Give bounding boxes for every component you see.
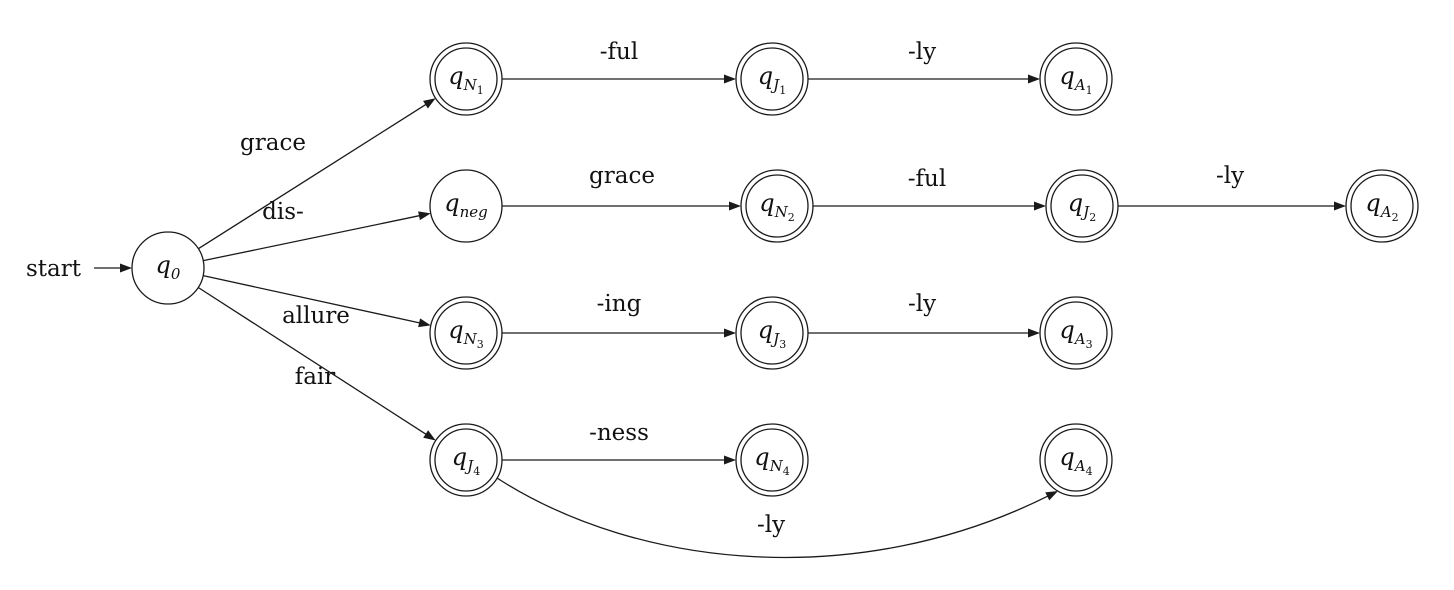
state-qA1-accept-ring [1044, 47, 1108, 111]
transition-qJ4-to-qA4 [496, 477, 1049, 559]
state-qJ3-name: qJ3 [758, 316, 786, 351]
state-qN1-accept-ring [434, 47, 498, 111]
transition-q0-to-qJ4 [197, 286, 427, 436]
state-qA2: qA2 [1345, 169, 1419, 243]
transition-qJ4-to-qN4-arrowhead [724, 455, 736, 465]
transition-q0-to-qN1-arrowhead [423, 98, 436, 109]
state-qneg-name: qneg [444, 189, 488, 221]
labels-layer: start grace dis-allure fair -ful -ly grace -ful… [26, 39, 1244, 538]
state-qJ4-name: qJ4 [452, 443, 480, 478]
transition-label-qN3-to-qJ3: -ing [597, 291, 642, 317]
state-qneg-circle [429, 169, 503, 243]
state-qJ2: qJ2 [1045, 169, 1119, 243]
state-qN1-name: qN1 [448, 62, 484, 97]
state-qN2-accept-ring [745, 174, 809, 238]
transition-label-q0-to-qN3: allure [282, 303, 350, 329]
state-qJ3-accept-ring [740, 301, 804, 365]
transition-q0-to-qN3-arrowhead [418, 318, 431, 328]
states-layer: q0 qN1 qJ1 qA1 qneg qN2 qJ2 qA2 qN3 qJ3 qA3 qJ4 qN4 q… [131, 42, 1419, 497]
state-qA1: qA1 [1039, 42, 1113, 116]
transition-label-qJ3-to-qA3: -ly [908, 291, 936, 317]
state-qN2: qN2 [740, 169, 814, 243]
state-qJ1: qJ1 [735, 42, 809, 116]
state-qA2-name: qA2 [1365, 189, 1398, 224]
transition-label-qneg-to-qN2: grace [589, 163, 655, 189]
transition-qJ2-to-qA2-arrowhead [1334, 201, 1346, 211]
transition-qJ1-to-qA1-arrowhead [1028, 74, 1040, 84]
state-qA3: qA3 [1039, 296, 1113, 370]
state-q0-name: q0 [156, 251, 181, 283]
transition-label-q0-to-qneg: dis- [262, 199, 304, 225]
state-q0: q0 [131, 231, 205, 305]
state-qneg: qneg [429, 169, 503, 243]
transition-qN1-to-qJ1-arrowhead [724, 74, 736, 84]
state-qJ4: qJ4 [429, 423, 503, 497]
transition-qN2-to-qJ2-arrowhead [1034, 201, 1046, 211]
transition-label-qJ1-to-qA1: -ly [908, 39, 936, 65]
state-qN3: qN3 [429, 296, 503, 370]
state-qA2-accept-ring [1350, 174, 1414, 238]
transition-qJ3-to-qA3-arrowhead [1028, 328, 1040, 338]
state-qN3-name: qN3 [448, 316, 484, 351]
state-qJ2-accept-ring [1050, 174, 1114, 238]
transition-q0-to-qN3 [203, 275, 421, 324]
transition-label-q0-to-qN1: grace [240, 130, 306, 156]
state-qN2-name: qN2 [759, 189, 795, 224]
transition-label-qJ4-to-qN4: -ness [589, 420, 649, 446]
state-qN3-accept-ring [434, 301, 498, 365]
transition-qneg-to-qN2-arrowhead [729, 201, 741, 211]
state-q0-circle [131, 231, 205, 305]
state-qJ3: qJ3 [735, 296, 809, 370]
transition-label-qJ2-to-qA2: -ly [1216, 163, 1244, 189]
state-qJ1-accept-ring [740, 47, 804, 111]
transition-label-qN2-to-qJ2: -ful [908, 166, 946, 192]
state-qN4-accept-ring [740, 428, 804, 492]
state-qN4: qN4 [735, 423, 809, 497]
transition-q0-to-qneg-arrowhead [418, 211, 431, 221]
state-qA4: qA4 [1039, 423, 1113, 497]
transition-label-qN1-to-qJ1: -ful [600, 39, 638, 65]
state-qJ4-accept-ring [434, 428, 498, 492]
state-qJ1-name: qJ1 [758, 62, 786, 97]
state-qA4-name: qA4 [1059, 443, 1092, 478]
state-qN4-name: qN4 [754, 443, 790, 478]
state-qJ2-name: qJ2 [1068, 189, 1096, 224]
state-qA3-name: qA3 [1059, 316, 1092, 351]
state-qA3-accept-ring [1044, 301, 1108, 365]
transition-qJ4-to-qA4-arrowhead [1045, 491, 1058, 501]
start-label: start [26, 256, 82, 282]
state-qA1-name: qA1 [1059, 62, 1092, 97]
transition-label-qJ4-to-qA4: -ly [757, 512, 785, 538]
transition-q0-to-qN1 [198, 103, 427, 250]
transitions-layer [94, 74, 1346, 559]
transition-qN3-to-qJ3-arrowhead [724, 328, 736, 338]
transition-q0-to-qneg [203, 214, 421, 262]
transition-label-q0-to-qJ4: fair [295, 364, 336, 390]
start-arrowhead [120, 263, 132, 273]
state-qN1: qN1 [429, 42, 503, 116]
state-qA4-accept-ring [1044, 428, 1108, 492]
transition-q0-to-qJ4-arrowhead [423, 430, 436, 441]
